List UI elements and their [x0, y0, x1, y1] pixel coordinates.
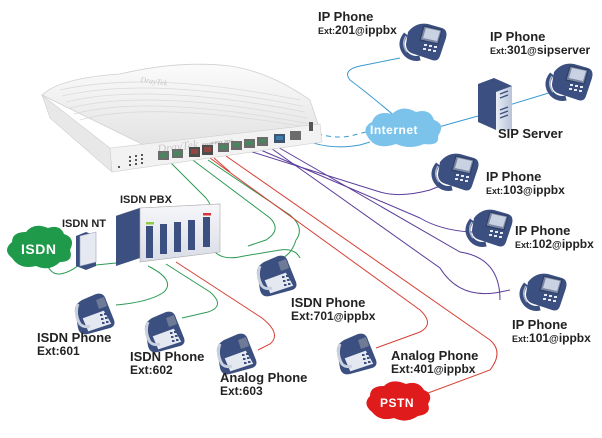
sip-server-label: SIP Server: [498, 126, 563, 141]
cable-internet-to-sip-server: [434, 115, 479, 129]
cable-router-to-ip101: [267, 145, 511, 295]
pbx-led-green: [146, 222, 154, 225]
ip-phone-101-icon: [522, 274, 567, 311]
cable-router-to-401: [209, 157, 428, 349]
port-lan-4: [257, 137, 268, 146]
phone-label-isdn701: ISDN Phone Ext:701@ippbx: [291, 296, 375, 323]
phone-ext: Ext:103@ippbx: [486, 182, 565, 197]
port-isdn-2: [172, 149, 183, 158]
phone-label-ip301: IP Phone Ext:301@sipserver: [490, 30, 590, 57]
cable-router-to-pstn: [225, 155, 498, 397]
isdn-cloud: [7, 225, 72, 269]
phone-label-an401: Analog Phone Ext:401@ippbx: [391, 349, 478, 376]
port-lan-2: [231, 141, 242, 150]
phone-type: ISDN Phone: [291, 295, 366, 310]
router: DrayTek DrayTek VigorIPPBX 2820: [41, 63, 323, 173]
ip-phone-301-icon: [548, 64, 593, 101]
analog-phone-401-icon: [335, 332, 378, 376]
cable-router-to-701: [189, 157, 276, 247]
phone-type: IP Phone: [490, 29, 546, 44]
internet-label: Internet: [370, 123, 419, 137]
phone-type: IP Phone: [318, 9, 374, 24]
phone-ext: Ext:301@sipserver: [490, 42, 591, 57]
analog-phone-603-icon: [215, 332, 258, 376]
isdn-nt: [76, 231, 97, 270]
port-lan-1: [218, 143, 229, 152]
phone-label-isdn601: ISDN Phone Ext:601: [37, 331, 111, 357]
phone-label-ip101: IP Phone Ext:101@ippbx: [512, 318, 591, 345]
phone-ext: Ext:101@ippbx: [512, 330, 591, 345]
isdn-nt-label: ISDN NT: [62, 218, 106, 230]
isdn-cloud-label: ISDN: [21, 241, 57, 257]
isdn-pbx-label: ISDN PBX: [120, 194, 172, 206]
phone-type: ISDN Phone: [37, 330, 112, 345]
isdn-phone-701-icon: [255, 254, 298, 298]
isdn-phone-601-icon: [73, 292, 116, 336]
internet-cloud: [365, 108, 442, 147]
cable-pbx-to-isdn701: [211, 247, 301, 259]
phone-ext: Ext:602: [130, 362, 173, 377]
cable-router-to-lan-4: [275, 145, 501, 301]
phone-type: Analog Phone: [220, 370, 308, 385]
phone-ext: Ext:603: [220, 383, 263, 398]
cable-router-to-internet-dashed: [299, 127, 367, 138]
phone-ext: Ext:201@ippbx: [318, 22, 397, 37]
cable-pbx-to-601: [115, 265, 168, 306]
phone-type: IP Phone: [512, 317, 568, 332]
port-fxs-2: [202, 145, 213, 155]
isdn-pbx: [115, 203, 221, 266]
pbx-led-red: [203, 213, 211, 216]
phone-label-ip201: IP Phone Ext:201@ippbx: [318, 10, 397, 37]
phone-ext: Ext:401@ippbx: [391, 361, 476, 376]
port-wan: [274, 134, 285, 143]
cable-sip-server-to-ip301: [505, 91, 553, 107]
cable-pbx-to-603: [175, 261, 275, 351]
cable-internet-to-ip201: [347, 57, 401, 119]
phone-type: IP Phone: [515, 223, 571, 238]
router-ports: [158, 122, 313, 160]
ip-phone-102-icon: [468, 210, 513, 247]
port-wan-2: [290, 131, 301, 140]
phone-label-ip102: IP Phone Ext:102@ippbx: [515, 224, 594, 251]
phone-ext: Ext:601: [37, 343, 80, 358]
isdn-phone-602-icon: [143, 310, 186, 354]
phone-ext: Ext:102@ippbx: [515, 236, 594, 251]
router-leds: [118, 154, 143, 168]
cable-pbx-to-602: [165, 263, 218, 319]
port-isdn-1: [158, 151, 169, 160]
pstn-cloud: [366, 381, 431, 421]
port-lan-3: [244, 139, 255, 148]
cable-router-to-ip103: [245, 149, 441, 196]
router-top-logo: DrayTek: [139, 75, 169, 88]
cable-router-to-603: [213, 157, 231, 173]
phone-type: ISDN Phone: [130, 349, 205, 364]
port-usb: [309, 122, 313, 131]
phone-label-ip103: IP Phone Ext:103@ippbx: [486, 170, 565, 197]
sip-server: [478, 78, 512, 130]
ip-phone-201-icon: [402, 24, 447, 61]
phone-label-an603: Analog Phone Ext:603: [220, 371, 307, 397]
router-top: [41, 63, 321, 149]
phone-label-isdn602: ISDN Phone Ext:602: [130, 350, 204, 376]
pstn-label: PSTN: [380, 396, 415, 410]
ip-phone-103-icon: [434, 154, 479, 191]
port-fxs-1: [189, 147, 200, 157]
phone-type: IP Phone: [486, 169, 542, 184]
phone-type: Analog Phone: [391, 348, 479, 363]
pbx-cards: [146, 217, 210, 258]
router-model-label: VigorIPPBX 2820: [202, 138, 234, 147]
phone-ext: Ext:701@ippbx: [291, 308, 376, 323]
